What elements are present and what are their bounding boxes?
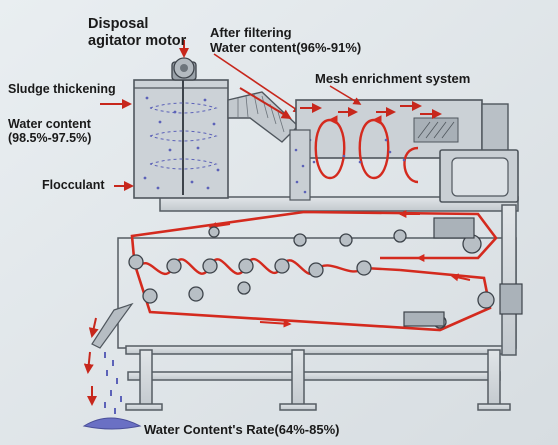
thickening-tank — [100, 79, 229, 199]
water-content-line1: Water content — [8, 117, 91, 131]
sludge-thickening-label: Sludge thickening — [8, 82, 116, 96]
mesh-enrichment-drum — [295, 85, 509, 184]
after-filtering-label: After filtering Water content(96%-91%) — [210, 25, 362, 56]
agitator-motor-line2: agitator motor — [88, 32, 187, 49]
after-filtering-line1: After filtering — [210, 25, 292, 40]
drive-unit — [403, 217, 523, 327]
agitator-motor-label: Disposal agitator motor — [88, 16, 186, 49]
agitator-motor-line1: Disposal — [88, 16, 149, 32]
discharge-chute — [213, 53, 302, 143]
machine-frame — [117, 196, 519, 411]
water-content-label: Water content (98.5%-97.5%) — [8, 117, 91, 146]
filtrate-drop — [289, 129, 311, 201]
roller-icon — [128, 226, 495, 329]
control-panel-icon — [439, 149, 519, 203]
mesh-enrichment-label: Mesh enrichment system — [315, 71, 471, 86]
flocculant-label: Flocculant — [42, 178, 105, 192]
water-content-rate-label: Water Content's Rate(64%-85%) — [144, 422, 340, 437]
motor-icon — [171, 40, 197, 81]
after-filtering-line2: Water content(96%-91%) — [210, 39, 362, 55]
cake-discharge — [82, 302, 142, 430]
water-content-line2: (98.5%-97.5%) — [8, 131, 92, 146]
